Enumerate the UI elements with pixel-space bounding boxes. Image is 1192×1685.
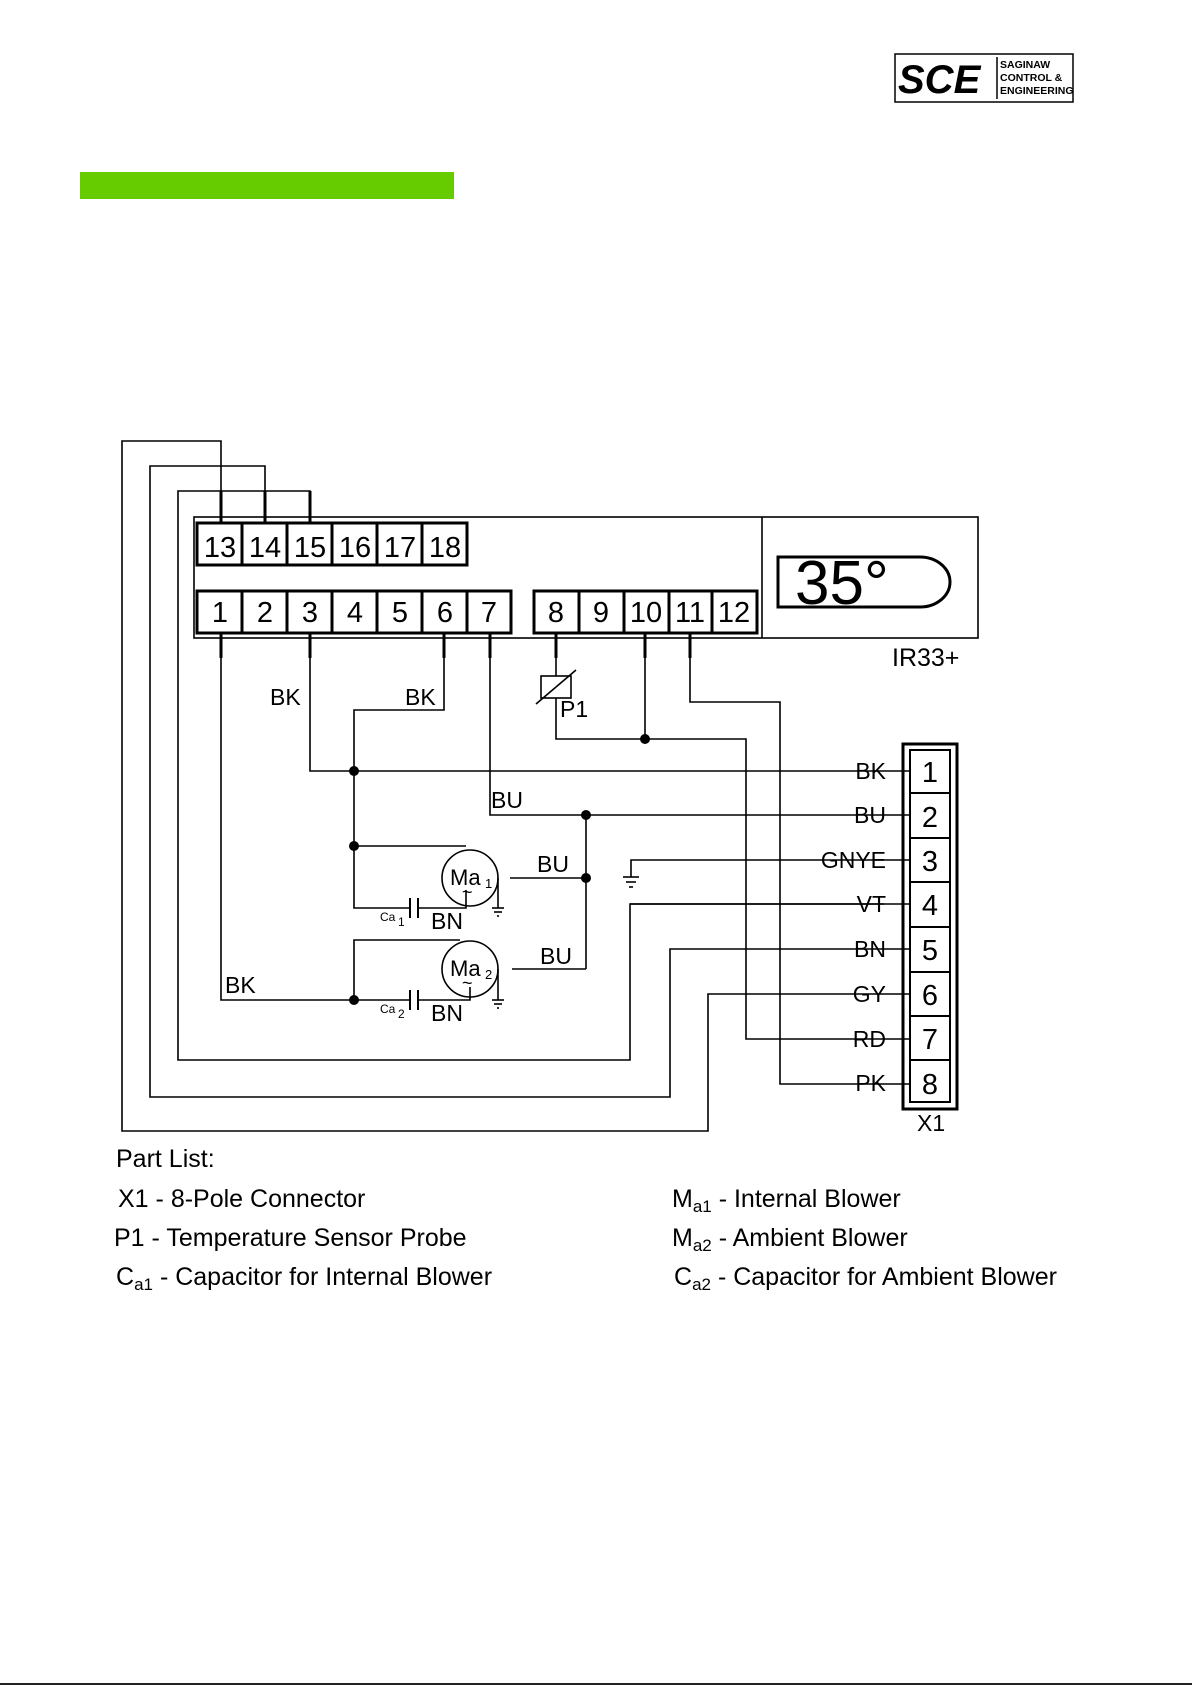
cap2-label: Ca — [380, 1002, 396, 1016]
part-ca2-desc: - Capacitor for Ambient Blower — [717, 1263, 1057, 1291]
terminal-13: 13 — [204, 532, 236, 564]
part-p1-desc: - Temperature Sensor Probe — [151, 1224, 467, 1252]
part-ma1-desc: - Internal Blower — [718, 1185, 901, 1213]
temperature-display-frame — [776, 555, 952, 609]
x1-wire-bu: BU — [854, 802, 886, 828]
cap2-label-sub: 2 — [398, 1007, 405, 1021]
logo-line2: CONTROL & — [1000, 72, 1063, 84]
x1-wire-rd: RD — [853, 1026, 886, 1052]
sce-logo: SCE SAGINAW CONTROL & ENGINEERING — [894, 53, 1074, 103]
connector-x1 — [901, 742, 959, 1111]
cap1-label-sub: 1 — [398, 915, 405, 929]
part-ca1-sub: a1 — [134, 1275, 153, 1294]
terminal-5: 5 — [392, 597, 408, 629]
terminal-2: 2 — [257, 597, 273, 629]
x1-pin-3: 3 — [922, 846, 938, 878]
terminal-17: 17 — [384, 532, 416, 564]
x1-pin-6: 6 — [922, 980, 938, 1012]
logo-mark: SCE — [898, 58, 982, 102]
part-x1-desc: - 8-Pole Connector — [155, 1185, 366, 1213]
section-highlight-bar — [80, 172, 454, 199]
controller-model: IR33+ — [892, 644, 959, 672]
part-list: Part List: X1 - 8-Pole Connector P1 - Te… — [114, 1145, 1114, 1305]
wire-label-bu-motor1: BU — [537, 851, 569, 877]
motor1-tilde: ~ — [462, 882, 473, 902]
logo-line3: ENGINEERING — [1000, 85, 1074, 97]
terminal-18: 18 — [429, 532, 461, 564]
terminal-8: 8 — [548, 597, 564, 629]
terminal-9: 9 — [593, 597, 609, 629]
cap1-label: Ca — [380, 910, 396, 924]
part-p1: P1 - Temperature Sensor Probe — [114, 1224, 467, 1253]
terminal-6: 6 — [437, 597, 453, 629]
part-ma2-code: M — [672, 1224, 693, 1252]
part-ma1: Ma1 - Internal Blower — [672, 1185, 901, 1217]
terminal-12: 12 — [718, 597, 750, 629]
temperature-display: 35° — [795, 549, 889, 618]
part-ca1-desc: - Capacitor for Internal Blower — [159, 1263, 493, 1291]
part-ma2-sub: a2 — [692, 1236, 712, 1255]
part-ma2-desc: - Ambient Blower — [718, 1224, 908, 1252]
wire-label-bn-motor2: BN — [431, 1000, 463, 1026]
motor1-label: Ma — [450, 865, 481, 890]
terminal-7: 7 — [481, 597, 497, 629]
motor1-label-sub: 1 — [485, 876, 492, 891]
terminal-4: 4 — [347, 597, 363, 629]
terminal-14: 14 — [249, 532, 281, 564]
x1-wire-gnye: GNYE — [821, 847, 886, 873]
x1-pin-8: 8 — [922, 1069, 938, 1101]
part-ca2: Ca2 - Capacitor for Ambient Blower — [674, 1263, 1057, 1295]
x1-wire-bk: BK — [855, 758, 886, 784]
terminal-16: 16 — [339, 532, 371, 564]
part-ca2-code: C — [674, 1263, 693, 1291]
controller-housing — [193, 516, 979, 639]
sensor-label: P1 — [560, 696, 588, 722]
x1-pin-5: 5 — [922, 935, 938, 967]
part-ma1-sub: a1 — [692, 1197, 712, 1216]
x1-wire-gy: GY — [853, 981, 886, 1007]
motor2-label: Ma — [450, 956, 481, 981]
terminal-3: 3 — [302, 597, 318, 629]
motor2-tilde: ~ — [462, 973, 473, 993]
x1-wire-pk: PK — [855, 1070, 886, 1096]
logo-line1: SAGINAW — [1000, 59, 1050, 71]
part-ca2-sub: a2 — [692, 1275, 711, 1294]
wire-label-bk-term1: BK — [225, 972, 256, 998]
wire-label-bu-term7: BU — [491, 787, 523, 813]
terminal-1: 1 — [212, 597, 228, 629]
part-list-title: Part List: — [116, 1145, 215, 1173]
x1-wire-bn: BN — [854, 936, 886, 962]
x1-pin-1: 1 — [922, 757, 938, 789]
part-x1: X1 - 8-Pole Connector — [118, 1185, 365, 1214]
part-ca1: Ca1 - Capacitor for Internal Blower — [116, 1263, 492, 1295]
x1-pin-4: 4 — [922, 890, 938, 922]
page-bottom-rule — [0, 1683, 1192, 1685]
connector-label: X1 — [917, 1110, 945, 1136]
wire-label-bk-term3: BK — [270, 684, 301, 710]
terminal-11: 11 — [675, 597, 705, 629]
part-x1-code: X1 — [118, 1185, 149, 1213]
wire-label-bu-motor2: BU — [540, 943, 572, 969]
motor2-label-sub: 2 — [485, 967, 492, 982]
x1-pin-7: 7 — [922, 1024, 938, 1056]
part-ma1-code: M — [672, 1185, 693, 1213]
wire-label-bn-motor1: BN — [431, 908, 463, 934]
part-ca1-code: C — [116, 1263, 135, 1291]
terminal-10: 10 — [630, 597, 662, 629]
wire-label-bk-term6: BK — [405, 684, 436, 710]
x1-wire-vt: VT — [857, 891, 886, 917]
terminal-15: 15 — [294, 532, 326, 564]
x1-pin-2: 2 — [922, 802, 938, 834]
part-ma2: Ma2 - Ambient Blower — [672, 1224, 908, 1256]
part-p1-code: P1 — [114, 1224, 145, 1252]
